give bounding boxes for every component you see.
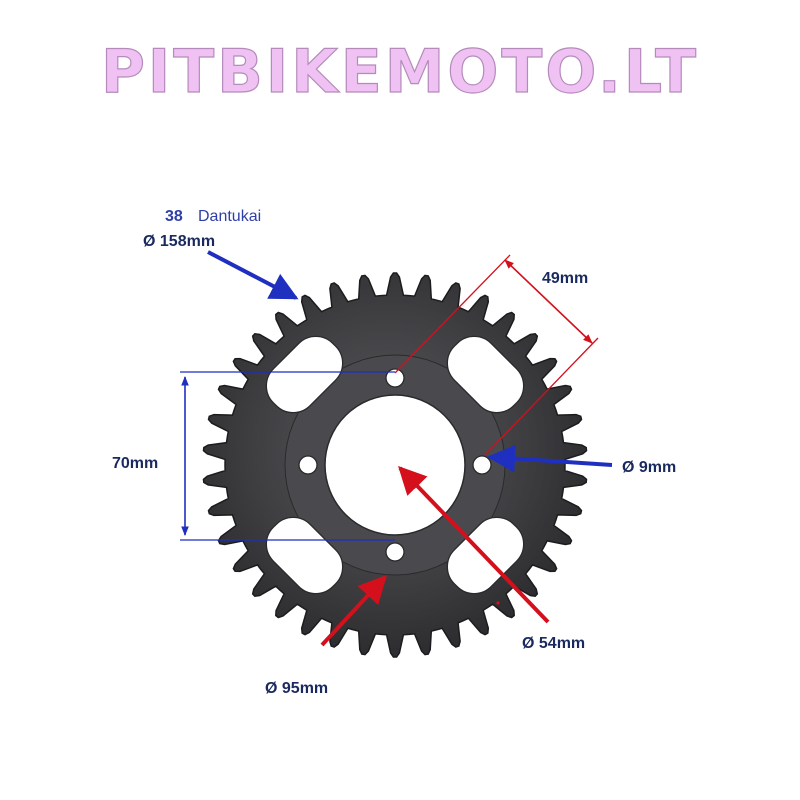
window-1 [265,335,344,414]
arrow-center-bore [398,465,550,624]
dimension-49mm [394,254,599,456]
bolt-hole-3 [385,542,405,562]
arrow-outer-diameter [207,250,299,300]
window-4 [265,516,344,595]
dimension-70mm [180,371,395,541]
arrow-bolt-circle [320,574,387,647]
stray-dot [496,601,500,605]
window-2 [446,335,525,414]
label-bolt-circle: Ø 95mm [265,680,328,697]
bolt-hole-1 [385,368,405,388]
label-70mm: 70mm [112,455,158,472]
arrow-bolt-hole [487,444,613,473]
label-bolt-hole: Ø 9mm [622,459,676,476]
label-49mm: 49mm [542,270,588,287]
label-teeth-count: 38 [165,208,183,225]
label-teeth-word: Dantukai [198,208,261,225]
bolt-hole-2 [472,455,492,475]
label-center-bore: Ø 54mm [522,635,585,652]
label-outer-diameter: Ø 158mm [143,233,215,250]
bolt-hole-4 [298,455,318,475]
watermark-logo: PITBIKEMOTO.LT [101,37,699,107]
sprocket [202,272,588,658]
